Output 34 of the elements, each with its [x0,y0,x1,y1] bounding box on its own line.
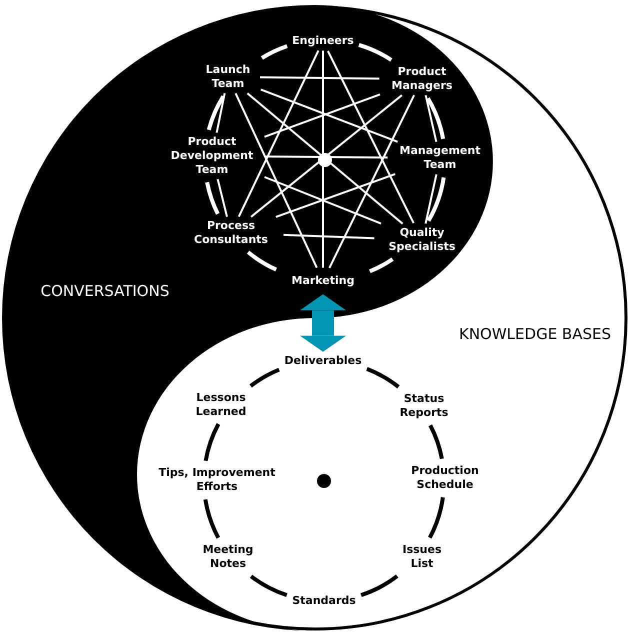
document-label: Meeting Notes [193,543,263,571]
connector-line [283,234,374,240]
connector-line [216,178,228,218]
connector-line [264,93,380,138]
document-label: Issues List [392,543,452,571]
document-label: Standards [292,594,356,608]
team-label: Quality Specialists [377,226,467,254]
connector-line [264,176,382,225]
team-label: Management Team [390,144,490,172]
connector-line [322,50,324,268]
connector-line [264,156,388,158]
document-label: Lessons Learned [186,391,256,419]
team-label: Product Managers [382,65,462,93]
region-title: KNOWLEDGE BASES [458,325,612,343]
team-label: Product Development Team [162,135,262,177]
connector-line [424,174,438,224]
connector-line [424,94,438,142]
team-label: Engineers [292,34,354,48]
connector-line [216,93,226,133]
document-label: Production Schedule [405,464,485,492]
connector-line [276,173,396,218]
document-label: Status Reports [389,392,459,420]
connector-line [234,92,318,268]
connector-line [260,88,398,143]
connector-line [328,94,415,268]
connector-line [327,50,414,224]
region-title: CONVERSATIONS [40,282,170,300]
double-arrow [300,294,346,352]
team-label: Process Consultants [181,219,281,247]
connector-line [260,76,380,80]
team-label: Launch Team [198,63,258,91]
connector-line [238,50,320,218]
document-label: Deliverables [284,354,362,368]
document-label: Tips, Improvement Efforts [152,466,282,494]
